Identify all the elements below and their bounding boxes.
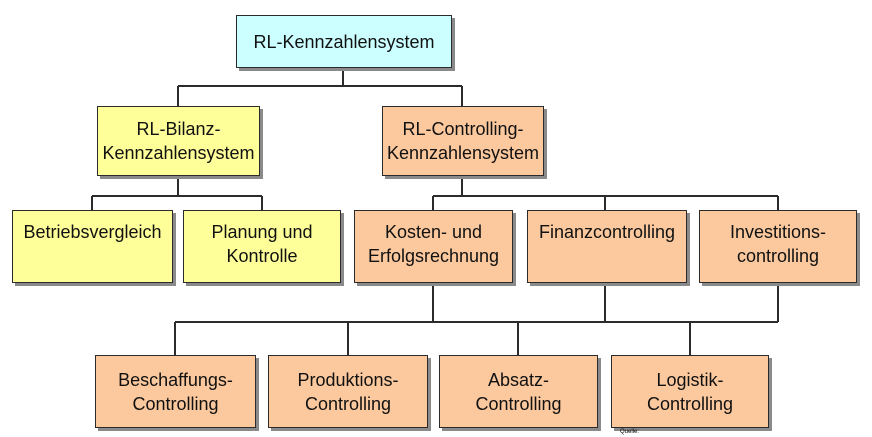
planung-node: Planung und Kontrolle bbox=[183, 210, 341, 283]
finanz-node: Finanzcontrolling bbox=[527, 210, 687, 283]
kosten-node: Kosten- und Erfolgsrechnung bbox=[354, 210, 513, 283]
controlling-node-label: RL-Controlling- Kennzahlensystem bbox=[386, 119, 540, 163]
controlling-node: RL-Controlling- Kennzahlensystem bbox=[382, 106, 544, 176]
produktion-node: Produktions- Controlling bbox=[268, 355, 428, 428]
betriebsvergleich-node: Betriebsvergleich bbox=[12, 210, 173, 283]
beschaffung-node: Beschaffungs- Controlling bbox=[95, 355, 256, 428]
root-node-label: RL-Kennzahlensystem bbox=[253, 31, 435, 52]
absatz-node-label: Absatz- Controlling bbox=[475, 369, 562, 414]
investition-node-label: Investitions- controlling bbox=[729, 222, 827, 266]
logistik-node-label: Logistik- Controlling bbox=[646, 369, 734, 414]
logistik-node: Logistik- Controlling bbox=[611, 355, 769, 428]
absatz-node: Absatz- Controlling bbox=[439, 355, 598, 428]
bilanz-node: RL-Bilanz- Kennzahlensystem bbox=[97, 106, 260, 176]
produktion-node-label: Produktions- Controlling bbox=[297, 369, 399, 414]
kosten-node-label: Kosten- und Erfolgsrechnung bbox=[367, 222, 500, 266]
finanz-node-label: Finanzcontrolling bbox=[538, 222, 676, 242]
root-node: RL-Kennzahlensystem bbox=[236, 15, 452, 68]
beschaffung-node-label: Beschaffungs- Controlling bbox=[118, 369, 233, 414]
bilanz-node-label: RL-Bilanz- Kennzahlensystem bbox=[102, 119, 255, 163]
source-caption: Quelle: bbox=[620, 429, 640, 435]
investition-node: Investitions- controlling bbox=[699, 210, 857, 283]
betriebsvergleich-node-label: Betriebsvergleich bbox=[23, 222, 162, 242]
planung-node-label: Planung und Kontrolle bbox=[211, 222, 313, 266]
